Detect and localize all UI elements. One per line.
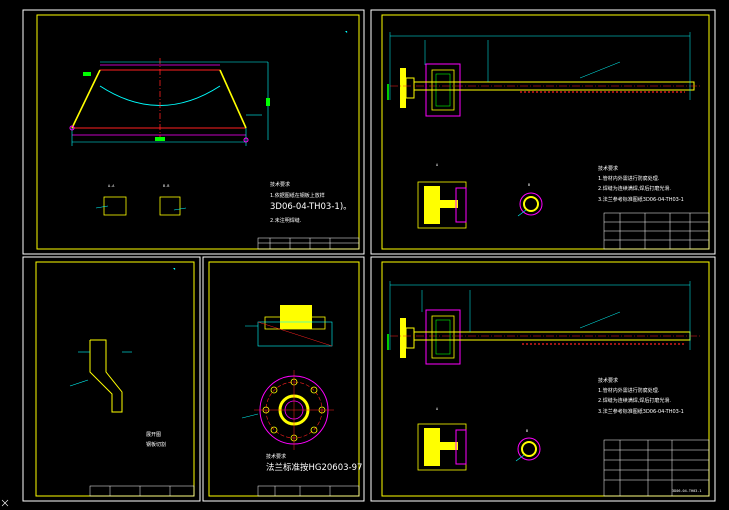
- svg-text:A: A: [436, 163, 439, 167]
- sheet2-note-2: 2.焊缝为连续满焊,焊后打磨光滑.: [598, 185, 671, 192]
- sheet4-inner-frame: [208, 261, 360, 497]
- sheet1-cone-drawing: ◥: [69, 30, 348, 146]
- svg-text:◥: ◥: [345, 30, 348, 34]
- svg-text:A: A: [436, 407, 439, 411]
- sheet4-notes: 技术要求 法兰标准按HG20603-97: [266, 453, 362, 473]
- sheet1-section-views: A-A B-B: [95, 184, 187, 216]
- ucs-icon: [1, 499, 9, 507]
- sheet5-drawing-number: 3D06-04-TH03-1: [672, 489, 702, 493]
- sheet5-title-block: [603, 439, 710, 497]
- svg-text:A-A: A-A: [108, 184, 115, 188]
- sheet3-outer-border: [22, 256, 201, 502]
- sheet5-note-3: 3.法兰参考标准图纸3D06-04-TH03-1: [598, 408, 684, 415]
- sheet5-note-1: 1.管材内外需进行防腐处理.: [598, 387, 660, 394]
- sheet1-notes: 技术要求 1.依据图纸在钢板上放样 3D06-04-TH03-1)。 2.未注明…: [270, 181, 352, 224]
- svg-text:B: B: [528, 183, 530, 187]
- sheet4-flange-section: [245, 305, 333, 347]
- sheet2-notes: 技术要求 1.管材内外需进行防腐处理. 2.焊缝为连续满焊,焊后打磨光滑. 3.…: [598, 165, 684, 203]
- sheet5-detail-views: A B: [417, 407, 541, 471]
- sheet2-note-3: 3.法兰参考标准图纸3D06-04-TH03-1: [598, 196, 684, 203]
- sheet5-note-2: 2.焊缝为连续满焊,焊后打磨光滑.: [598, 397, 671, 404]
- sheet5-shaft-drawing: [387, 281, 700, 365]
- sheet3-label-1: 展开图: [146, 432, 161, 438]
- sheet1-inner-frame: [36, 14, 360, 250]
- sheet1-title-block: [257, 237, 360, 250]
- sheet1-notes-title: 技术要求: [270, 181, 290, 188]
- sheet2-title-block: [603, 212, 710, 250]
- sheet1-note-1: 1.依据图纸在钢板上放样: [270, 192, 325, 199]
- svg-text:B-B: B-B: [163, 184, 169, 188]
- sheet4-outer-border: [202, 256, 365, 502]
- svg-text:B: B: [526, 429, 528, 433]
- sheet5-notes: 技术要求 1.管材内外需进行防腐处理. 2.焊缝为连续满焊,焊后打磨光滑. 3.…: [598, 377, 684, 415]
- sheet3-plate-drawing: ◥: [69, 267, 176, 413]
- sheet5-inner-frame: [381, 261, 710, 497]
- sheet3-labels: 展开图 钢板切割: [146, 432, 166, 448]
- sheet5-outer-border: [370, 256, 716, 502]
- sheet4-note-1: 法兰标准按HG20603-97: [266, 462, 362, 473]
- sheet3-label-2: 钢板切割: [146, 441, 166, 448]
- sheet4-flange-plan: [241, 370, 334, 450]
- sheet2-inner-frame: [381, 14, 710, 250]
- sheet1-outer-border: [22, 9, 365, 255]
- sheet1-note-3: 2.未注明焊缝.: [270, 217, 302, 224]
- sheet3-title-block: [89, 485, 195, 497]
- sheet1-note-2: 3D06-04-TH03-1)。: [270, 202, 352, 212]
- sheet2-detail-views: A B: [417, 163, 543, 229]
- sheet4-title-block: [257, 485, 360, 497]
- sheet5-notes-title: 技术要求: [598, 377, 618, 384]
- svg-text:◥: ◥: [173, 267, 176, 271]
- sheet2-shaft-drawing: [387, 32, 700, 117]
- sheet3-inner-frame: [35, 261, 195, 497]
- sheet2-note-1: 1.管材内外需进行防腐处理.: [598, 175, 660, 182]
- sheet2-notes-title: 技术要求: [598, 165, 618, 172]
- sheet2-outer-border: [370, 9, 716, 255]
- sheet4-notes-title: 技术要求: [266, 453, 286, 460]
